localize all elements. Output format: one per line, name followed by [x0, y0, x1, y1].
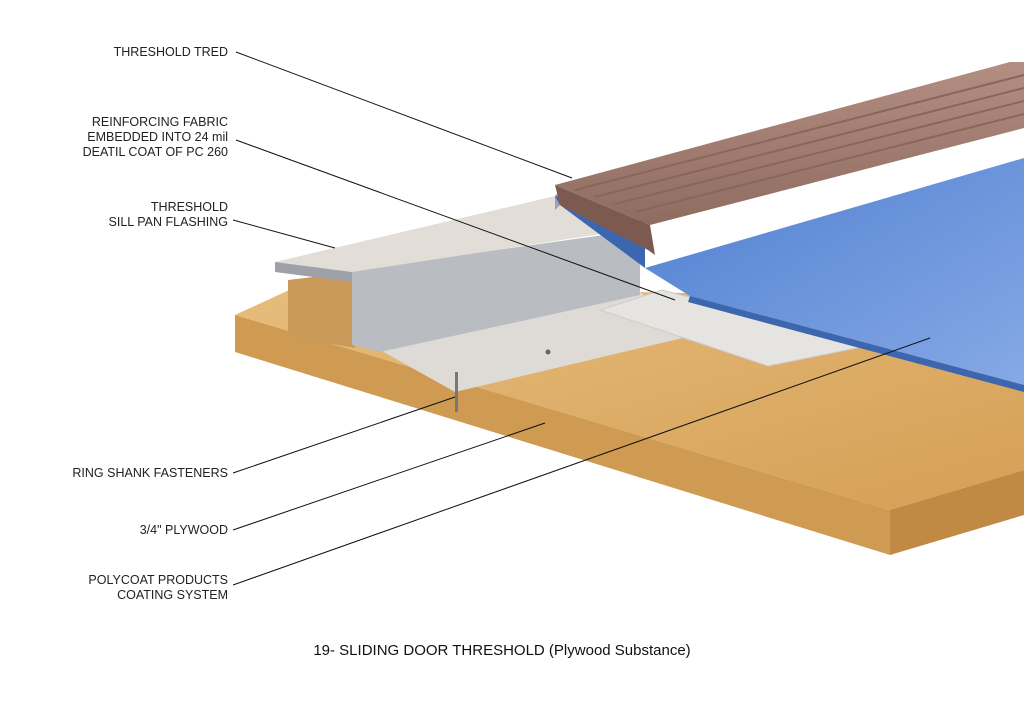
label-line: COATING SYSTEM	[117, 588, 228, 602]
figure-caption: 19- SLIDING DOOR THRESHOLD (Plywood Subs…	[313, 642, 691, 659]
label-line: SILL PAN FLASHING	[108, 215, 228, 229]
label-reinforcing-fabric: REINFORCING FABRIC EMBEDDED INTO 24 mil …	[83, 115, 228, 160]
label-fasteners: RING SHANK FASTENERS	[72, 466, 228, 480]
label-plywood: 3/4" PLYWOOD	[139, 523, 228, 537]
label-threshold-tread: THRESHOLD TRED	[113, 45, 228, 59]
label-line: EMBEDDED INTO 24 mil	[87, 130, 228, 144]
label-line: DEATIL COAT OF PC 260	[82, 145, 228, 159]
leader-lines	[232, 51, 931, 586]
label-coating-system: POLYCOAT PRODUCTS COATING SYSTEM	[88, 573, 228, 603]
label-line: THRESHOLD	[150, 200, 228, 214]
ring-shank-fastener	[455, 372, 458, 412]
threshold-tread	[555, 62, 1024, 255]
polycoat-membrane	[555, 158, 1024, 392]
wood-blocking	[288, 272, 355, 348]
label-line: REINFORCING FABRIC	[91, 115, 228, 129]
label-line: POLYCOAT PRODUCTS	[88, 573, 228, 587]
label-sill-pan: THRESHOLD SILL PAN FLASHING	[109, 200, 228, 230]
